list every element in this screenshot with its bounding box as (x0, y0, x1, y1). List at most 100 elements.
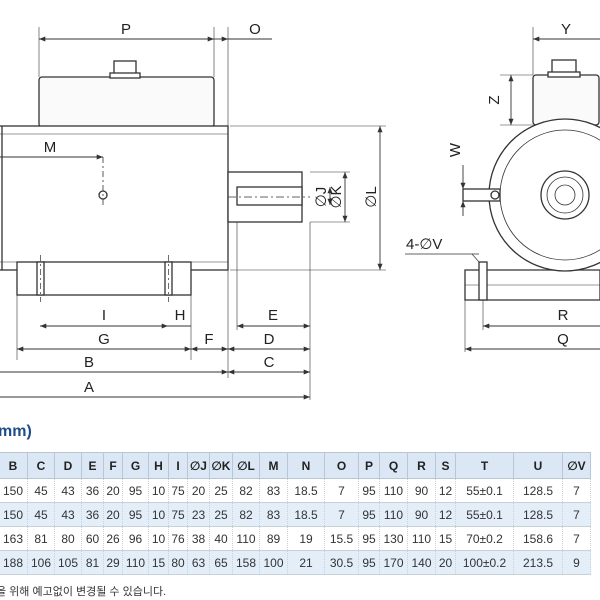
front-terminal-box (532, 74, 600, 126)
table-cell: 21 (287, 550, 325, 575)
table-cell: 7 (324, 502, 359, 527)
table-cell: 158 (232, 550, 260, 575)
label-C: C (264, 354, 275, 371)
table-cell: 90 (407, 478, 436, 503)
table-cell: 83 (259, 478, 288, 503)
table-row: 150 45 43 36 20 95 10 75 20 25 82 83 18.… (0, 478, 591, 503)
col-header: M (259, 452, 288, 479)
table-cell: 106 (27, 550, 55, 575)
label-F: F (204, 331, 213, 348)
table-cell: 140 (407, 550, 436, 575)
table-cell: 36 (81, 478, 104, 503)
label-W: W (447, 142, 464, 157)
table-cell: 29 (103, 550, 123, 575)
table-cell: 20 (103, 478, 123, 503)
table-cell: 40 (209, 526, 233, 551)
label-Y: Y (561, 21, 571, 38)
table-cell: 45 (27, 502, 55, 527)
front-shaft (540, 170, 590, 220)
table-cell: 95 (122, 478, 149, 503)
table-cell: 43 (54, 502, 82, 527)
terminal-box (38, 76, 215, 128)
label-R: R (558, 307, 569, 324)
table-cell: 170 (379, 550, 408, 575)
label-O: O (249, 21, 261, 38)
table-cell: 150 (0, 478, 28, 503)
table-cell: 15 (148, 550, 169, 575)
dimension-table: B C D E F G H I ∅J ∅K ∅L M N O P Q R S T… (0, 452, 591, 575)
col-header: S (435, 452, 456, 479)
table-cell: 128.5 (513, 502, 563, 527)
front-view (462, 59, 600, 301)
table-cell: 213.5 (513, 550, 563, 575)
label-4V: 4-∅V (406, 236, 442, 253)
table-cell: 7 (324, 478, 359, 503)
dimension-labels: P O M I H E G F D B C A ∅J ∅K ∅L Y Z W 4… (44, 21, 571, 396)
table-cell: 36 (81, 502, 104, 527)
col-header: B (0, 452, 28, 479)
table-cell: 45 (27, 478, 55, 503)
table-cell: 83 (259, 502, 288, 527)
col-header: ∅V (562, 452, 591, 479)
base-foot (16, 261, 192, 296)
table-cell: 95 (358, 550, 380, 575)
footnote: 을 위해 예고없이 변경될 수 있습니다. (0, 586, 167, 598)
col-header: O (324, 452, 359, 479)
table-cell: 20 (103, 502, 123, 527)
table-cell: 100±0.2 (455, 550, 514, 575)
table-cell: 82 (232, 502, 260, 527)
label-M: M (44, 139, 57, 156)
table-cell: 128.5 (513, 478, 563, 503)
table-cell: 80 (54, 526, 82, 551)
table-cell: 23 (187, 502, 210, 527)
table-cell: 130 (379, 526, 408, 551)
front-view-dimensions (405, 27, 600, 352)
table-cell: 81 (81, 550, 104, 575)
table-cell: 110 (232, 526, 260, 551)
table-cell: 18.5 (287, 478, 325, 503)
table-cell: 10 (148, 526, 169, 551)
col-header: U (513, 452, 563, 479)
label-E: E (268, 307, 278, 324)
col-header: ∅L (232, 452, 260, 479)
table-cell: 110 (379, 478, 408, 503)
side-view (0, 60, 310, 302)
table-cell: 90 (407, 502, 436, 527)
table-cell: 70±0.2 (455, 526, 514, 551)
col-header: G (122, 452, 149, 479)
table-cell: 15.5 (324, 526, 359, 551)
table-cell: 110 (407, 526, 436, 551)
col-header: T (455, 452, 514, 479)
col-header: P (358, 452, 380, 479)
label-P: P (121, 21, 131, 38)
table-cell: 96 (122, 526, 149, 551)
table-cell: 20 (435, 550, 456, 575)
table-cell: 65 (209, 550, 233, 575)
table-cell: 26 (103, 526, 123, 551)
table-cell: 12 (435, 502, 456, 527)
table-cell: 9 (562, 550, 591, 575)
table-cell: 95 (358, 526, 380, 551)
table-cell: 7 (562, 502, 591, 527)
table-cell: 110 (379, 502, 408, 527)
label-H: H (175, 307, 186, 324)
table-cell: 25 (209, 502, 233, 527)
col-header: C (27, 452, 55, 479)
dimension-drawing: P O M I H E G F D B C A ∅J ∅K ∅L Y Z W 4… (0, 21, 600, 400)
table-cell: 105 (54, 550, 82, 575)
table-cell: 81 (27, 526, 55, 551)
table-cell: 75 (168, 502, 188, 527)
table-cell: 25 (209, 478, 233, 503)
col-header: N (287, 452, 325, 479)
label-B: B (84, 354, 94, 371)
table-cell: 82 (232, 478, 260, 503)
table-cell: 55±0.1 (455, 478, 514, 503)
table-cell: 60 (81, 526, 104, 551)
col-header: H (148, 452, 169, 479)
table-cell: 188 (0, 550, 28, 575)
label-K: ∅K (328, 185, 345, 208)
table-cell: 55±0.1 (455, 502, 514, 527)
label-L: ∅L (363, 186, 380, 207)
table-row: 188 106 105 81 29 110 15 80 63 65 158 10… (0, 550, 591, 575)
table-cell: 43 (54, 478, 82, 503)
